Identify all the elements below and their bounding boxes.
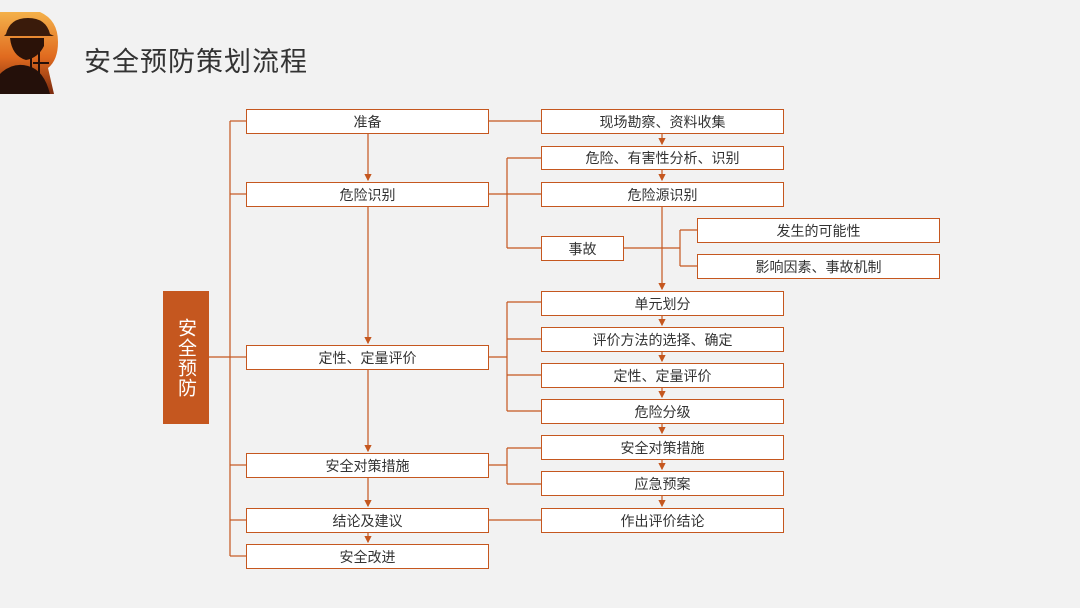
step-conclusion-suggestions: 结论及建议 [246,508,489,533]
step-hazard-identification: 危险识别 [246,182,489,207]
step-occurrence-possibility: 发生的可能性 [697,218,940,243]
step-site-survey: 现场勘察、资料收集 [541,109,784,134]
main-category-box: 安全预防 [163,291,209,424]
step-unit-division: 单元划分 [541,291,784,316]
step-hazard-analysis: 危险、有害性分析、识别 [541,146,784,170]
step-qualitative-quantitative-evaluation: 定性、定量评价 [246,345,489,370]
step-qual-quant-evaluation: 定性、定量评价 [541,363,784,388]
step-influence-factors: 影响因素、事故机制 [697,254,940,279]
step-accident: 事故 [541,236,624,261]
step-safety-countermeasures: 安全对策措施 [246,453,489,478]
step-method-selection: 评价方法的选择、确定 [541,327,784,352]
step-prepare: 准备 [246,109,489,134]
step-safety-measures: 安全对策措施 [541,435,784,460]
step-emergency-plan: 应急预案 [541,471,784,496]
step-evaluation-conclusion: 作出评价结论 [541,508,784,533]
step-risk-grading: 危险分级 [541,399,784,424]
step-hazard-source-identification: 危险源识别 [541,182,784,207]
step-safety-improvement: 安全改进 [246,544,489,569]
